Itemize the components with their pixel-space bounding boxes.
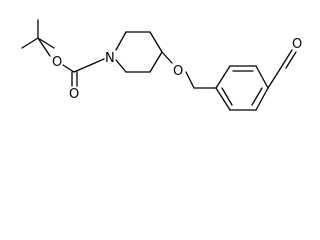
tbutyl-to-ester-oxygen <box>37 37 51 57</box>
benzene-to-aldehyde-carbon <box>267 65 283 89</box>
ring-n-to-c2 <box>115 31 127 51</box>
c4-to-ether-oxygen <box>161 51 173 64</box>
tbutyl-methyl-right <box>37 37 55 49</box>
aldehyde-double-bond-a <box>281 49 293 67</box>
ether-oxygen-label: O <box>173 64 183 79</box>
chemical-structure-diagram: O O N O O <box>21 19 302 111</box>
ester-oxygen-label: O <box>52 55 62 70</box>
piperidine-nitrogen-label: N <box>105 51 115 66</box>
tert-butyl-group <box>21 19 55 57</box>
benzene-bond-4 <box>255 87 269 111</box>
ether-oxygen-to-ch2 <box>185 71 195 89</box>
ester-oxygen-to-carbonyl <box>62 64 75 73</box>
benzene-inner-double-2 <box>251 87 263 106</box>
aldehyde-group <box>267 49 297 89</box>
ring-c4-to-c5 <box>149 51 163 73</box>
carbamate-group <box>62 58 105 87</box>
carbonyl-to-nitrogen <box>73 58 105 73</box>
benzene-bond-1 <box>215 65 231 89</box>
ring-c3-to-c4 <box>149 31 163 53</box>
ring-c6-to-n <box>115 59 127 73</box>
ether-linkage <box>161 51 217 89</box>
carbonyl-oxygen-label: O <box>69 87 79 102</box>
piperidine-ring <box>115 31 163 73</box>
benzene-ring <box>215 65 269 111</box>
aldehyde-oxygen-label: O <box>292 37 302 52</box>
tbutyl-methyl-left <box>21 37 39 49</box>
benzene-inner-double-3 <box>221 87 233 106</box>
benzene-bond-3 <box>255 65 269 89</box>
aldehyde-double-bond-b <box>285 51 297 69</box>
benzene-bond-6 <box>215 87 231 111</box>
